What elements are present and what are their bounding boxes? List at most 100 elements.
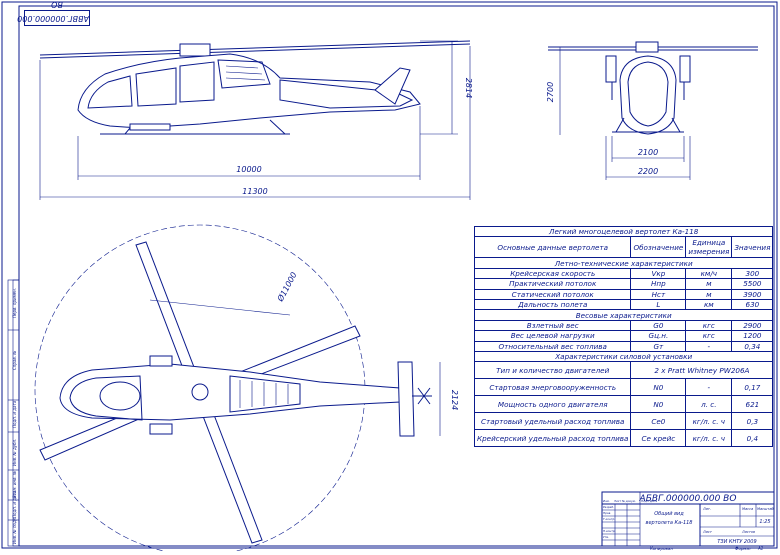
tb-sheet-label: Лист: [702, 530, 713, 534]
strip-label-1: Перв. примен.: [12, 288, 17, 318]
tb-format-label: Формат: [735, 546, 752, 551]
table-title: Легкий многоцелевой вертолет Ка-118: [473, 225, 774, 238]
cell-symbol: G0: [630, 319, 687, 332]
tb-row-razrab: Разраб.: [603, 505, 614, 509]
strip-label-6: Подп. и дата: [12, 490, 17, 518]
cell-param: Дальность полета: [473, 298, 632, 311]
header-symbol: Обозначение: [630, 236, 687, 259]
cell-symbol: 2 x Pratt Whitney PW206A: [630, 361, 774, 380]
cell-value: 2900: [731, 319, 774, 332]
cell-unit: кг/л. с. ч: [685, 429, 733, 448]
rotor-hub: [179, 43, 211, 57]
cell-unit: м: [685, 278, 733, 290]
section-title: Весовые характеристики: [473, 309, 774, 321]
dim-top-width: 2124: [450, 390, 459, 410]
cell-unit: л. с.: [685, 395, 733, 414]
strip-label-2: Справ. №: [12, 351, 17, 370]
tb-format: A1: [757, 546, 763, 551]
dim-front-height: 2700: [546, 82, 555, 102]
strip-label-7: Инв. № подл.: [12, 516, 17, 544]
tb-col-list: Лист: [613, 499, 621, 503]
cell-value: 0,4: [731, 429, 774, 448]
cell-symbol: L: [630, 298, 687, 311]
cell-unit: -: [685, 378, 733, 397]
title-name-2: вертолета Ка-118: [646, 520, 693, 526]
cell-param: Крейсерский удельный расход топлива: [473, 429, 632, 448]
tb-org: ТЗИ КНТУ 2009: [717, 539, 756, 545]
cell-symbol: Vкр: [630, 267, 687, 280]
cell-symbol: Gц.н.: [630, 330, 687, 342]
cell-value: 630: [731, 298, 774, 311]
cell-value: 0,3: [731, 412, 774, 431]
cell-param: Мощность одного двигателя: [473, 395, 632, 414]
tb-scale: 1:25: [759, 519, 770, 525]
tb-col-sign: Подп.: [641, 499, 650, 503]
tb-col-doc: № докум.: [621, 499, 636, 503]
stamp-code: ABBГ.000000.000 ВО: [17, 0, 90, 26]
side-view: 2814 10000 11300: [39, 40, 473, 200]
cell-value: 621: [731, 395, 774, 414]
header-param: Основные данные вертолета: [473, 236, 632, 259]
front-view: 2700 2100 2200: [546, 41, 758, 180]
cell-param: Стартовая энерговооруженность: [473, 378, 632, 397]
cell-param: Взлетный вес: [473, 319, 632, 332]
cell-param: Статический потолок: [473, 288, 632, 300]
cell-unit: км/ч: [685, 267, 733, 280]
tb-col-izm: Изм.: [603, 499, 610, 503]
section-row: Летно-технические характеристики: [473, 257, 774, 269]
cell-unit: кг/л. с. ч: [685, 412, 733, 431]
dim-side-height: 2814: [464, 78, 473, 98]
cell-symbol: N0: [630, 395, 687, 414]
strip-label-3: Подп. и дата: [12, 400, 17, 428]
dim-front-width-inner: 2100: [638, 148, 658, 157]
top-view: Ø11000 2124: [34, 224, 459, 555]
tb-copy-label: Копировал: [650, 546, 673, 551]
cell-symbol: Hпр: [630, 278, 687, 290]
section-row: Весовые характеристики: [473, 309, 774, 321]
tail-stabilizer: [397, 361, 415, 437]
dim-overall-length: 11300: [242, 187, 267, 196]
section-title: Характеристики силовой установки: [473, 350, 774, 363]
left-strip: Перв. примен. Справ. № Подп. и дата Инв.…: [7, 279, 20, 547]
cell-unit: -: [685, 340, 733, 352]
inner-frame: [18, 5, 775, 547]
cell-value: 5500: [731, 278, 774, 290]
dim-rotor-diameter: Ø11000: [274, 270, 298, 304]
title-code: АБВГ.000000.000 ВО: [639, 494, 737, 504]
title-name-1: Общий вид: [654, 511, 684, 517]
strip-label-4: Инв. № дубл.: [12, 439, 17, 466]
cell-param: Тип и количество двигателей: [473, 361, 632, 380]
cell-value: 1200: [731, 330, 774, 342]
cell-symbol: Hст: [630, 288, 687, 300]
cell-symbol: N0: [630, 378, 687, 397]
tb-row-nkontr: Н.контр.: [603, 529, 616, 533]
tail-fin: [374, 67, 411, 105]
cell-value: 0,34: [731, 340, 774, 352]
cell-param: Стартовый удельный расход топлива: [473, 412, 632, 431]
cell-symbol: Ce0: [630, 412, 687, 431]
cell-value: 300: [731, 267, 774, 280]
cell-symbol: Gт: [630, 340, 687, 352]
tb-row-prov: Пров.: [603, 511, 611, 515]
cell-param: Относительный вес топлива: [473, 340, 632, 352]
tb-mass-label: Масса: [742, 507, 753, 511]
fuselage-side: [77, 53, 421, 129]
cell-unit: м: [685, 288, 733, 300]
tb-scale-label: Масштаб: [757, 507, 774, 511]
cell-value: 3900: [731, 288, 774, 300]
section-title: Летно-технические характеристики: [473, 257, 774, 269]
